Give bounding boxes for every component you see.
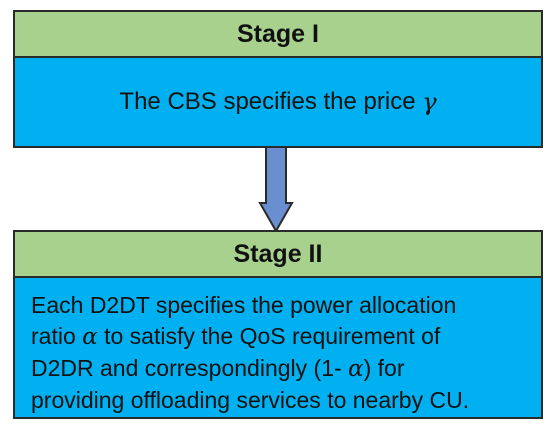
stage-2-body: Each D2DT specifies the power allocation… — [13, 276, 543, 419]
alpha-symbol: α — [348, 356, 364, 382]
gamma-symbol: γ — [422, 88, 437, 116]
stage-2-line-3: D2DR and correspondingly (1- α) for — [31, 355, 405, 382]
down-arrow-icon — [258, 146, 294, 234]
stage-1-title: Stage I — [237, 19, 319, 48]
stage-2-line-4: providing offloading services to nearby … — [31, 387, 470, 413]
stage-2-line-2: ratio α to satisfy the QoS requirement o… — [31, 323, 441, 350]
stage-2-title: Stage II — [233, 239, 323, 268]
alpha-symbol: α — [82, 324, 98, 350]
stage-2-line-1: Each D2DT specifies the power allocation — [31, 292, 457, 318]
stage-2-header: Stage II — [13, 230, 543, 278]
stage-1-text: The CBS specifies the price — [119, 88, 416, 115]
stage-1-body: The CBS specifies the price γ — [13, 56, 543, 148]
stage-1-header: Stage I — [13, 10, 543, 58]
